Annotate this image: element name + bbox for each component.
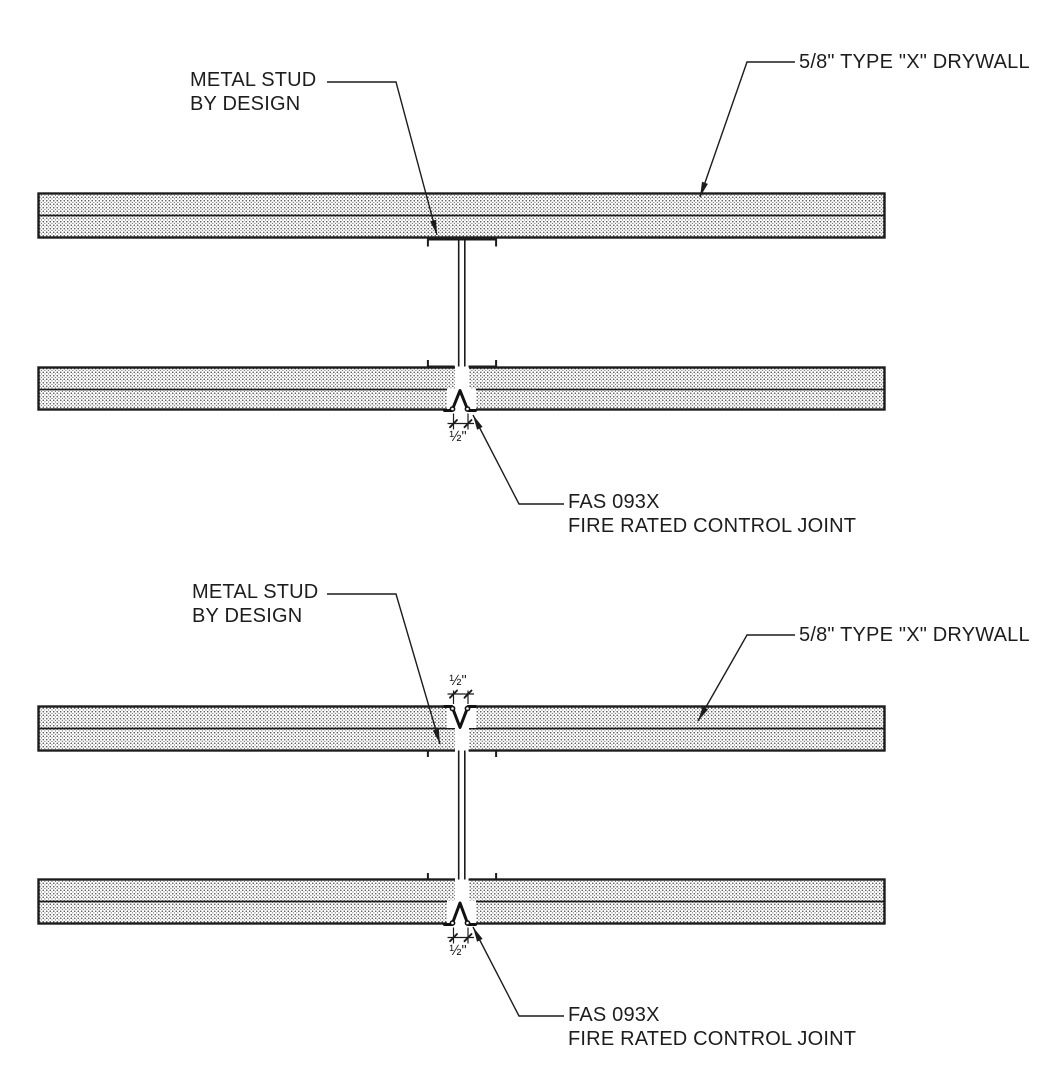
joint-gap <box>455 727 469 753</box>
dimension-half-inch <box>447 413 474 430</box>
control-joint-profile <box>443 705 477 729</box>
half-inch-dimension-label: ½" <box>449 943 467 959</box>
leader-control-joint <box>472 926 564 1017</box>
metal-stud-label-line2: BY DESIGN <box>192 605 303 627</box>
control-joint-profile <box>443 389 477 412</box>
half-inch-dimension-label: ½" <box>449 429 467 445</box>
leader-metal-stud <box>327 81 438 236</box>
leader-metal-stud <box>327 593 441 745</box>
control-joint-label-line1: FAS 093X <box>568 1004 660 1026</box>
control-joint-label-line2: FIRE RATED CONTROL JOINT <box>568 1028 857 1050</box>
joint-gap <box>455 877 469 903</box>
leader-control-joint <box>472 414 564 505</box>
lower-detail-linework <box>37 593 886 1017</box>
metal-stud-label: METAL STUD BY DESIGN <box>190 68 316 116</box>
dimension-half-inch <box>447 927 474 944</box>
metal-stud <box>426 749 498 881</box>
drywall-panel <box>37 192 886 239</box>
control-joint-profile <box>443 901 477 926</box>
metal-stud <box>426 238 498 368</box>
leader-drywall <box>699 61 795 198</box>
metal-stud-label: METAL STUD BY DESIGN <box>192 580 318 628</box>
metal-stud-label-line1: METAL STUD <box>190 69 317 91</box>
half-inch-dimension-label: ½" <box>449 673 467 689</box>
drywall-type-label: 5/8" TYPE "X" DRYWALL <box>799 51 1030 73</box>
dimension-half-inch <box>447 689 474 704</box>
joint-gap <box>455 365 469 391</box>
leader-drywall <box>697 634 795 722</box>
control-joint-label-line2: FIRE RATED CONTROL JOINT <box>568 515 857 537</box>
upper-detail-linework <box>37 61 886 505</box>
control-joint-label: FAS 093X FIRE RATED CONTROL JOINT <box>568 1003 856 1051</box>
drywall-type-label: 5/8" TYPE "X" DRYWALL <box>799 624 1030 646</box>
metal-stud-label-line1: METAL STUD <box>192 581 319 603</box>
control-joint-label-line1: FAS 093X <box>568 491 660 513</box>
metal-stud-label-line2: BY DESIGN <box>190 93 301 115</box>
control-joint-label: FAS 093X FIRE RATED CONTROL JOINT <box>568 490 856 538</box>
